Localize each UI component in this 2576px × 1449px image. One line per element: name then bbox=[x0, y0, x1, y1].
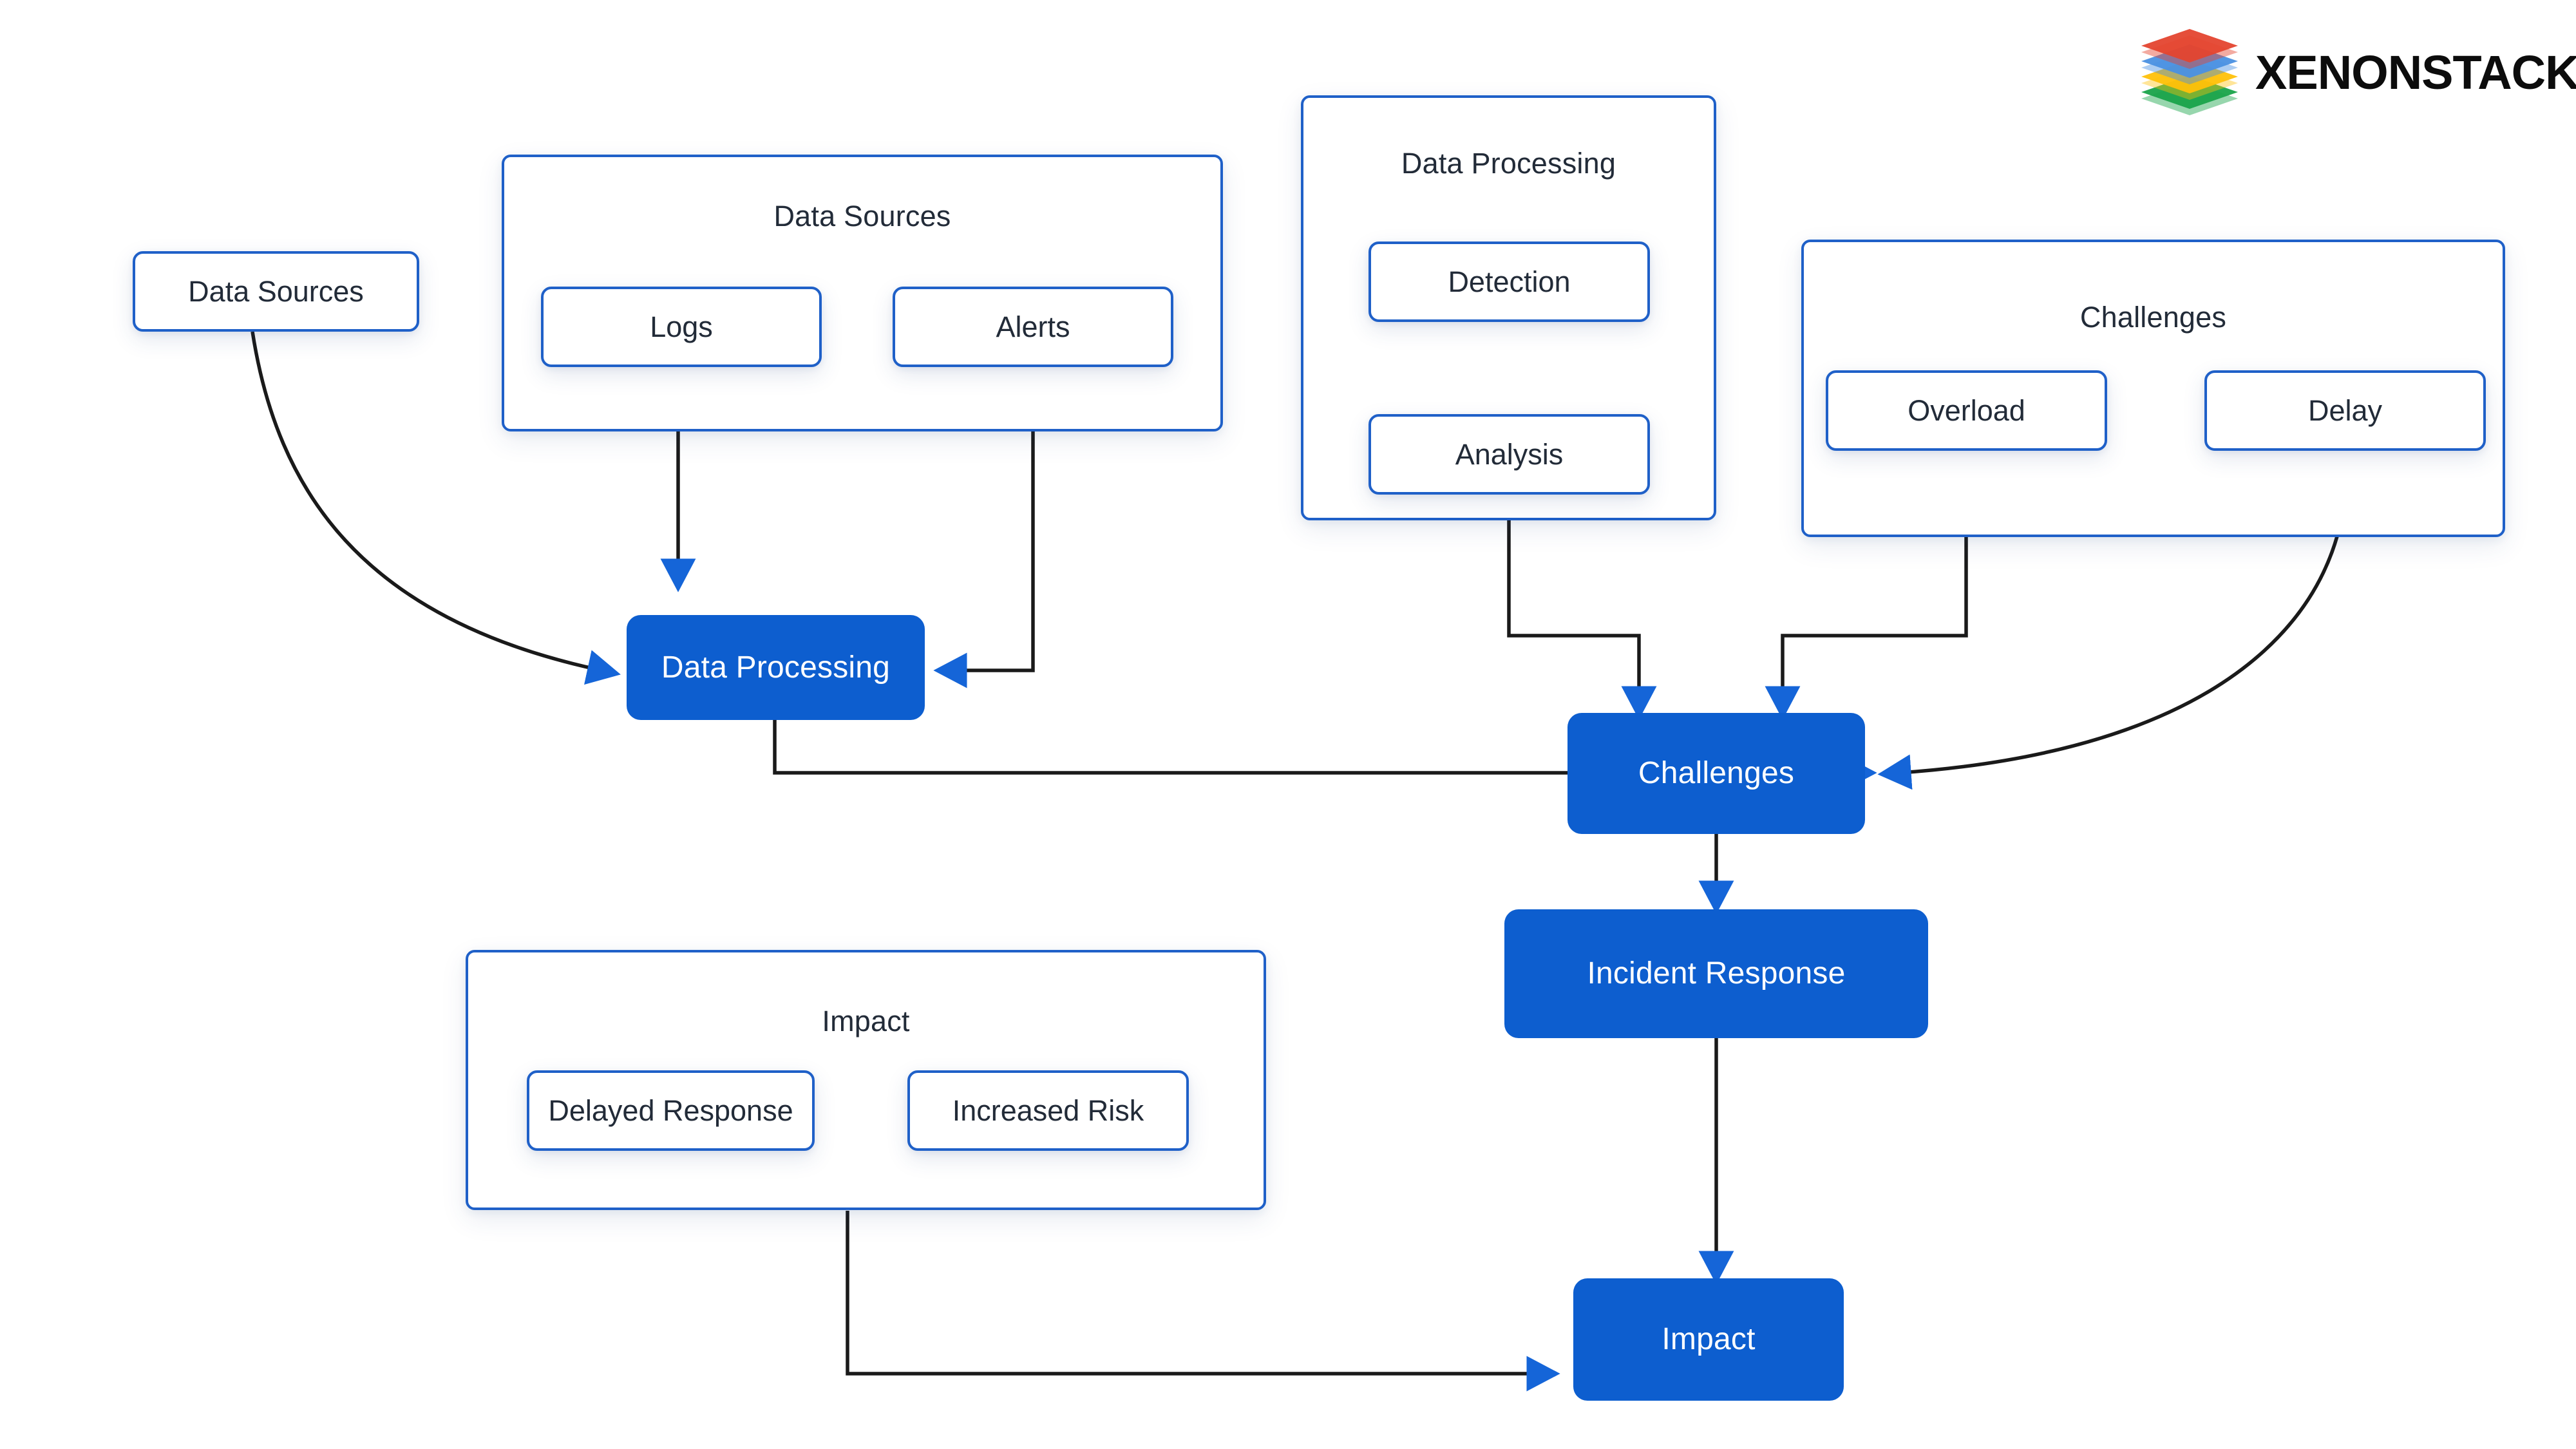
brand-logo: XENONSTACK bbox=[2138, 23, 2576, 122]
node-data-processing[interactable]: Data Processing bbox=[627, 615, 925, 720]
node-label: Incident Response bbox=[1587, 956, 1846, 991]
node-label: Delay bbox=[2307, 393, 2383, 427]
node-label: Data Sources bbox=[188, 274, 364, 308]
node-overload[interactable]: Overload bbox=[1826, 370, 2107, 451]
node-impact[interactable]: Impact bbox=[1573, 1278, 1844, 1401]
node-data-sources-start[interactable]: Data Sources bbox=[133, 251, 419, 332]
node-label: Delayed Response bbox=[548, 1094, 793, 1127]
node-label: Logs bbox=[650, 310, 713, 343]
node-label: Detection bbox=[1448, 265, 1571, 298]
node-label: Challenges bbox=[1638, 756, 1795, 791]
cluster-title-challenges: Challenges bbox=[2079, 301, 2227, 334]
node-label: Impact bbox=[1662, 1322, 1756, 1357]
node-label: Analysis bbox=[1455, 437, 1564, 471]
stacked-layers-icon bbox=[2138, 23, 2241, 122]
cluster-title-impact: Impact bbox=[822, 1005, 910, 1037]
edge-impactgroup-to-impact bbox=[846, 1211, 1560, 1392]
node-logs[interactable]: Logs bbox=[541, 287, 822, 367]
node-label: Alerts bbox=[996, 310, 1070, 343]
brand-wordmark: XENONSTACK bbox=[2255, 46, 2576, 99]
node-delayed-response[interactable]: Delayed Response bbox=[527, 1070, 815, 1151]
cluster-title-data-sources: Data Sources bbox=[773, 200, 951, 232]
node-label: Overload bbox=[1908, 393, 2025, 427]
node-detection[interactable]: Detection bbox=[1368, 242, 1650, 322]
cluster-title-data-processing: Data Processing bbox=[1401, 147, 1616, 180]
node-analysis[interactable]: Analysis bbox=[1368, 414, 1650, 495]
node-delay[interactable]: Delay bbox=[2204, 370, 2486, 451]
node-incident-response[interactable]: Incident Response bbox=[1504, 909, 1928, 1038]
node-label: Data Processing bbox=[661, 650, 891, 685]
node-alerts[interactable]: Alerts bbox=[893, 287, 1173, 367]
edge-analysis-to-challenges bbox=[1507, 494, 1657, 720]
node-challenges[interactable]: Challenges bbox=[1567, 713, 1865, 834]
node-increased-risk[interactable]: Increased Risk bbox=[907, 1070, 1189, 1151]
node-label: Increased Risk bbox=[952, 1094, 1144, 1127]
